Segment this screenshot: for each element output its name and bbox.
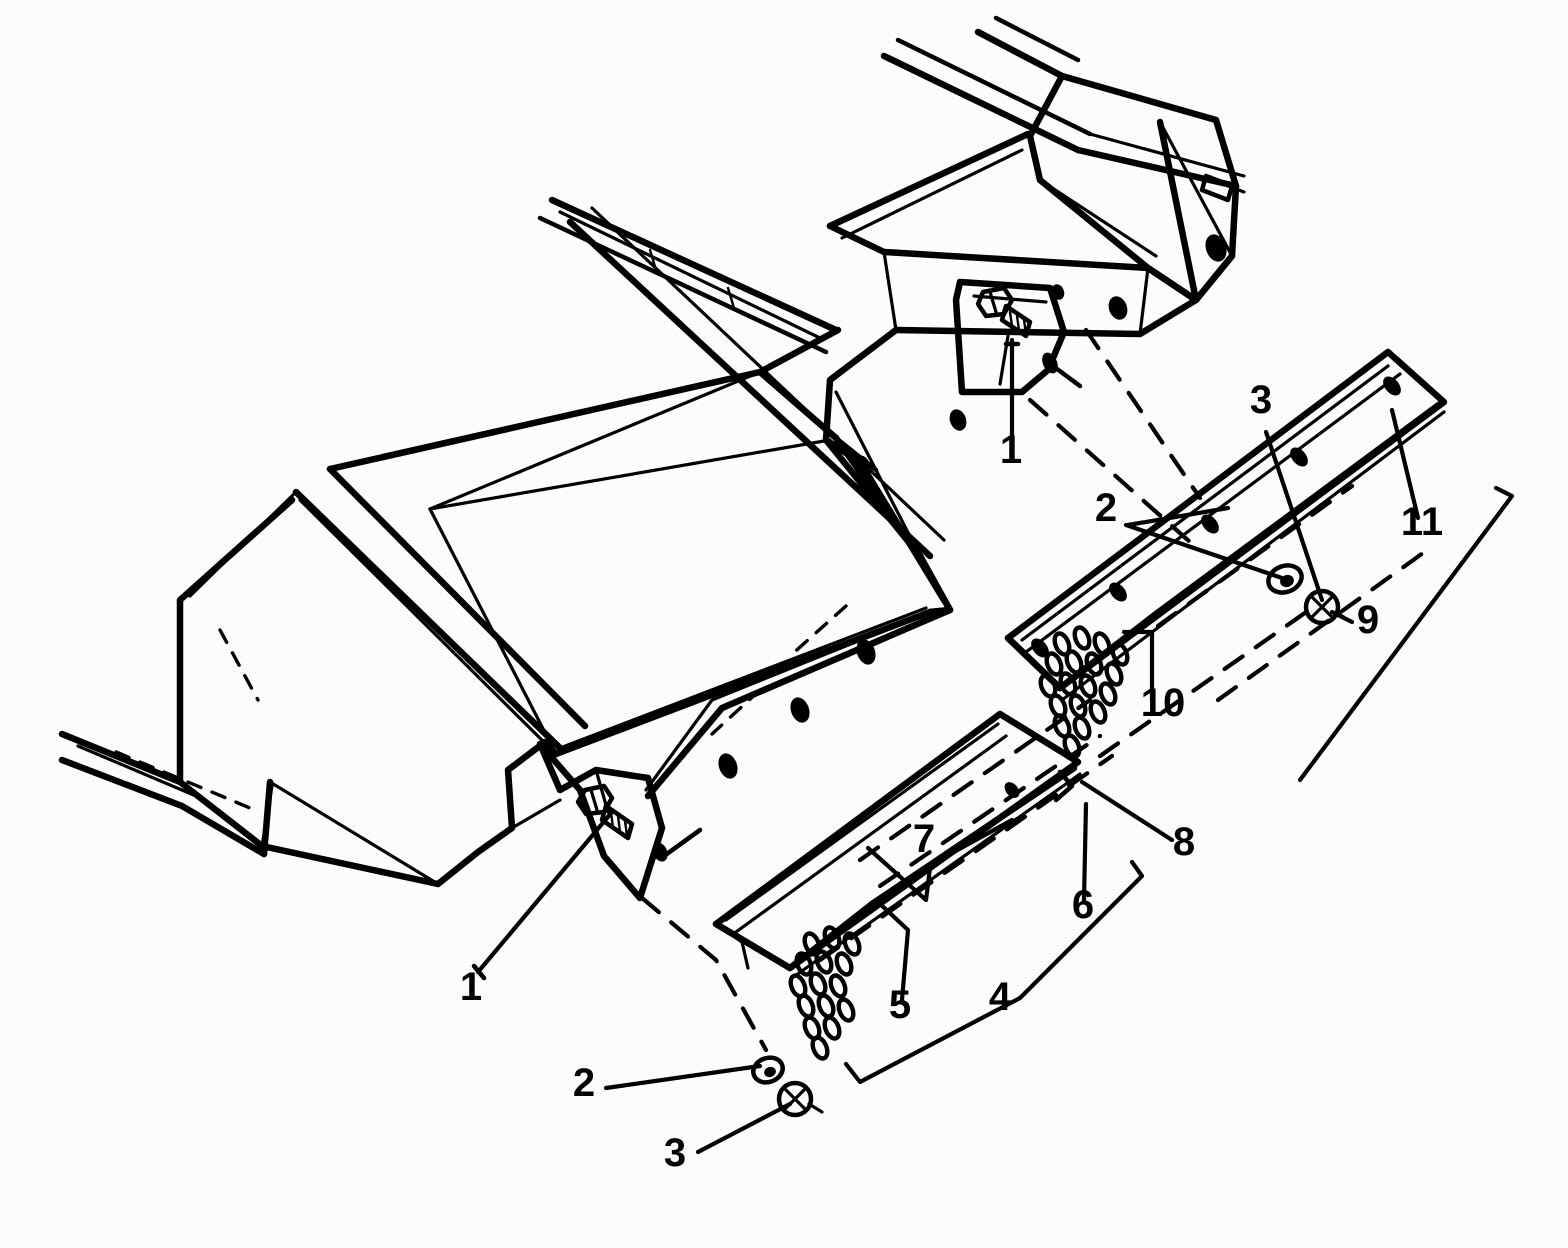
callout-9: 9 bbox=[1357, 598, 1379, 642]
mounting-hole bbox=[1201, 514, 1219, 534]
mounting-hole bbox=[1108, 296, 1128, 320]
lower-angle-rail bbox=[712, 697, 1115, 1061]
callout-2-lower: 2 bbox=[573, 1061, 595, 1105]
mounting-hole bbox=[1031, 638, 1049, 658]
mounting-hole bbox=[856, 639, 876, 665]
callout-2-upper: 2 bbox=[1095, 486, 1117, 530]
lower-bracket-with-bolt bbox=[536, 740, 703, 902]
callout-labels: 1 1 2 2 3 3 4 5 6 7 8 9 10 11 bbox=[460, 378, 1443, 1175]
fastener-lower-lockwasher bbox=[776, 1080, 824, 1118]
callout-11: 11 bbox=[1401, 500, 1443, 544]
callout-1-upper: 1 bbox=[1000, 428, 1022, 472]
mounting-hole bbox=[1109, 582, 1127, 602]
mounting-hole bbox=[1383, 376, 1401, 396]
callout-3-upper: 3 bbox=[1250, 378, 1272, 422]
callout-8: 8 bbox=[1173, 820, 1195, 864]
upper-bracket-frame bbox=[822, 15, 1246, 558]
center-plate bbox=[644, 436, 954, 800]
mounting-hole bbox=[718, 753, 738, 779]
callout-3-lower: 3 bbox=[664, 1131, 686, 1175]
callout-5: 5 bbox=[889, 983, 911, 1027]
callout-1-lower: 1 bbox=[460, 965, 482, 1009]
mounting-hole bbox=[1205, 234, 1227, 262]
mounting-hole bbox=[790, 697, 810, 723]
hex-bolt-upper bbox=[975, 285, 1033, 339]
callout-6: 6 bbox=[1072, 883, 1094, 927]
callout-4: 4 bbox=[989, 975, 1012, 1019]
callout-7: 7 bbox=[913, 817, 935, 861]
fastener-lower-washer bbox=[751, 1055, 785, 1085]
callout-10: 10 bbox=[1141, 681, 1186, 725]
hex-bolt-lower bbox=[575, 783, 635, 841]
leader-lines bbox=[471, 337, 1515, 1155]
mounting-hole bbox=[949, 409, 967, 431]
mounting-hole bbox=[1290, 447, 1308, 467]
